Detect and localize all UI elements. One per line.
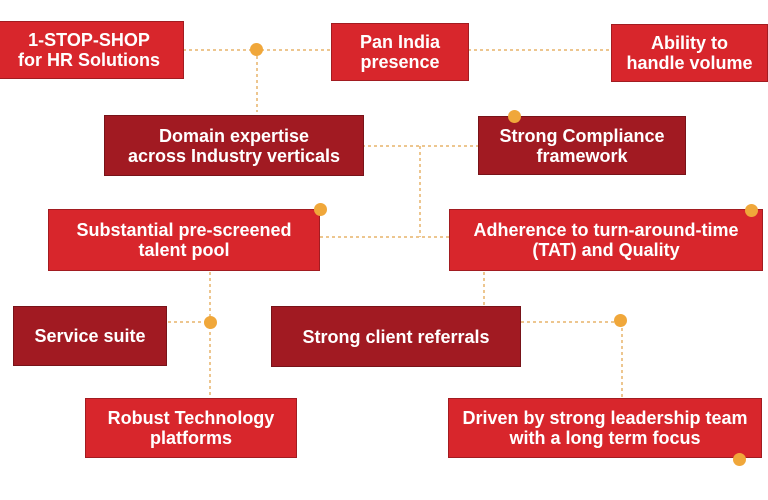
box-domain-expertise: Domain expertise across Industry vertica… [104, 115, 364, 176]
box-strong-leadership: Driven by strong leadership team with a … [448, 398, 762, 458]
connector-dot [314, 203, 327, 216]
connector-dot [733, 453, 746, 466]
box-ability-to-handle-volume: Ability to handle volume [611, 24, 768, 82]
connector-dot [614, 314, 627, 327]
box-one-stop-shop: 1-STOP-SHOP for HR Solutions [0, 21, 184, 79]
connector-dot [745, 204, 758, 217]
connector-dot [204, 316, 217, 329]
box-tat-quality: Adherence to turn-around-time (TAT) and … [449, 209, 763, 271]
connector-dot [508, 110, 521, 123]
box-talent-pool: Substantial pre-screened talent pool [48, 209, 320, 271]
box-robust-technology: Robust Technology platforms [85, 398, 297, 458]
box-strong-client-referrals: Strong client referrals [271, 306, 521, 367]
box-strong-compliance: Strong Compliance framework [478, 116, 686, 175]
connector-dot [250, 43, 263, 56]
box-service-suite: Service suite [13, 306, 167, 366]
box-pan-india-presence: Pan India presence [331, 23, 469, 81]
